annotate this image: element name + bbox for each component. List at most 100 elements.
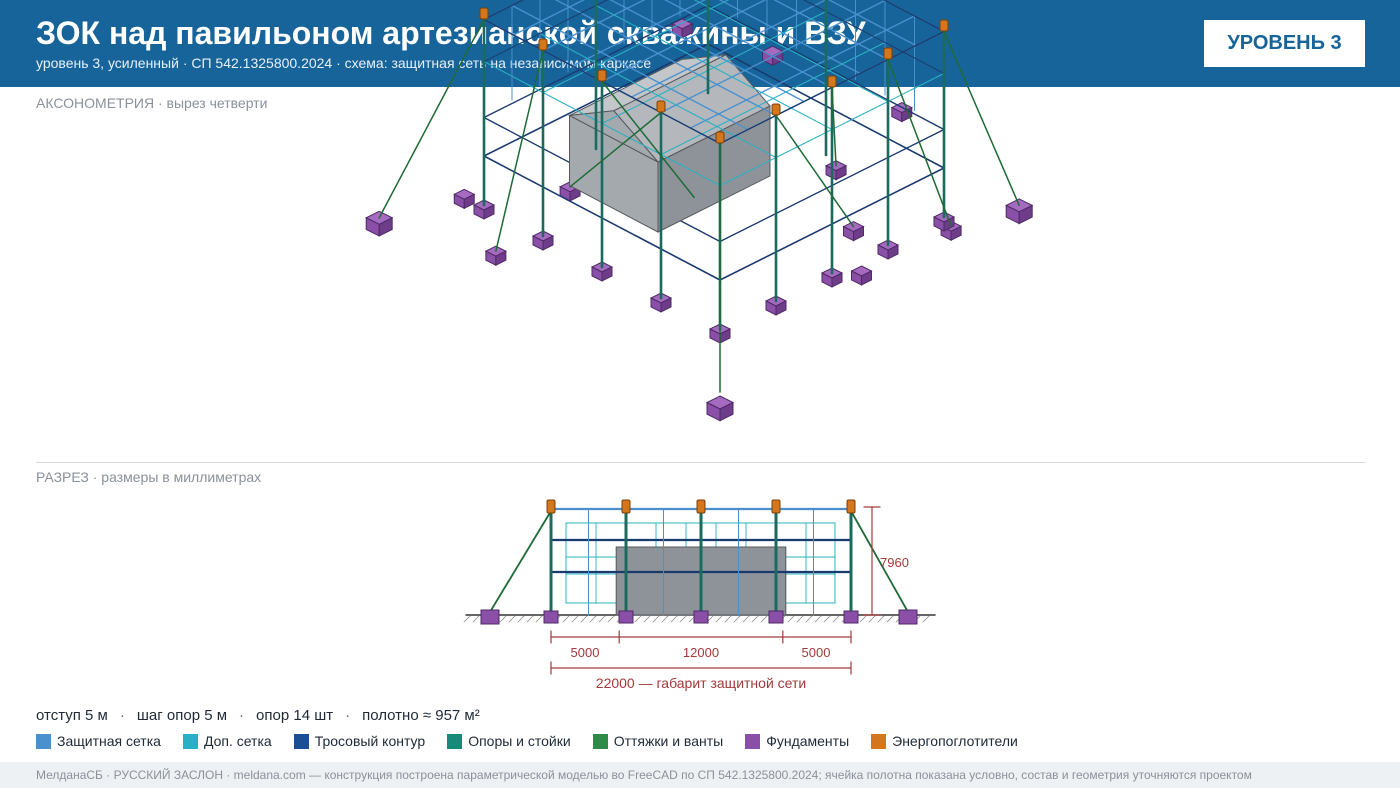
ground-hatch [868,615,876,623]
extra-mesh-line [595,5,626,22]
extra-mesh-line [710,0,730,9]
extra-mesh-line [710,8,741,25]
energy-absorber [883,47,893,60]
mesh-line [629,52,659,69]
foundation-side [775,300,787,316]
height-dimension-label: 7960 [880,555,909,570]
ground-hatch [652,615,660,623]
foundation [693,610,709,624]
mesh-line [770,12,801,28]
mesh-line [685,24,715,41]
ground-hatch [751,615,759,623]
foundation [708,323,732,344]
mesh-line [714,40,745,56]
energy-absorber [597,69,607,82]
ground-hatch [805,615,813,623]
mesh-line [798,0,827,14]
guy-wire [850,510,909,613]
ground-hatch [679,615,687,623]
legend-swatch [182,733,198,749]
mesh-line [717,113,749,131]
ground-hatch [607,615,615,623]
foundation [876,239,900,260]
extra-mesh-line [539,33,570,50]
section-view [463,499,936,675]
foundation-side [1018,204,1033,225]
page-subtitle: уровень 3, усиленный · СП 542.1325800.20… [36,55,652,71]
mesh-line [744,69,776,87]
foundation [472,199,496,220]
extra-mesh-line [746,141,777,158]
mesh-line [798,12,830,30]
dimension-total-label: 22000 — габарит защитной сети [596,675,806,691]
ground-hatch [814,615,822,623]
mesh-line [655,23,687,41]
mesh-line [627,37,659,55]
ground-hatch [535,615,543,623]
dimension-right-label: 5000 [802,645,831,660]
foundation-side [950,225,962,242]
stat-offset: отступ 5 м [36,707,108,724]
mesh-line [745,85,776,101]
ground-hatch [670,615,678,623]
extra-mesh-line [660,154,691,171]
cable-contour [483,0,525,21]
mesh-line [828,13,858,30]
ground-hatch [580,615,588,623]
mesh-line [542,35,572,52]
guy-wire [601,80,695,199]
mesh-line [829,43,860,59]
mesh-line [629,66,661,84]
extra-mesh-line [828,56,858,71]
legend-swatch [745,733,761,749]
ground-hatch [463,615,471,623]
extra-mesh-line [775,143,805,158]
foundation [850,265,873,286]
extra-mesh-line [657,81,687,96]
legend-swatch [592,733,608,749]
mesh-line [686,68,718,86]
mesh-line [688,97,720,115]
foundation [453,188,476,210]
extra-mesh-line [657,95,688,112]
extra-mesh-line [660,140,690,155]
extra-mesh-line [747,157,777,172]
legend-item-absorbers: Энергопоглотители [871,733,1018,749]
mesh-line [626,0,646,10]
legend-item-guys: Оттяжки и ванты [592,733,723,749]
extra-mesh-line [772,98,803,115]
extra-mesh-line [598,64,629,81]
ground-hatch [886,615,894,623]
mesh-line [828,27,860,45]
mesh-line [685,38,717,56]
extra-mesh-line [628,79,659,96]
stat-step: шаг опор 5 м [136,707,228,724]
foundation [768,610,784,624]
ground-hatch [922,615,930,623]
mesh-line [658,82,690,100]
mesh-line [598,7,628,24]
mesh-line [773,0,801,14]
extra-mesh-line [685,67,715,82]
legend-label: Защитная сетка [57,733,161,749]
footer-bar: МелданаСБ · РУССКИЙ ЗАСЛОН · meldana.com… [0,762,1400,788]
legend-label: Тросовый контур [314,733,426,749]
legend-swatch [871,733,887,749]
extra-mesh-line [625,20,656,37]
extra-mesh-line [713,67,744,84]
foundation [618,610,634,624]
ground-hatch [589,615,597,623]
foundation [531,230,555,251]
section-label: РАЗРЕЗ · размеры в миллиметрах [36,469,262,485]
energy-absorber [715,131,725,144]
foundation [843,610,859,624]
ground-hatch [859,615,867,623]
mesh-line [773,85,805,103]
mesh-line [716,83,748,101]
extra-mesh-line [716,112,746,127]
extra-mesh-line [626,36,656,51]
mesh-line [856,13,888,31]
extra-mesh-line [744,98,774,113]
foundation [705,395,735,422]
